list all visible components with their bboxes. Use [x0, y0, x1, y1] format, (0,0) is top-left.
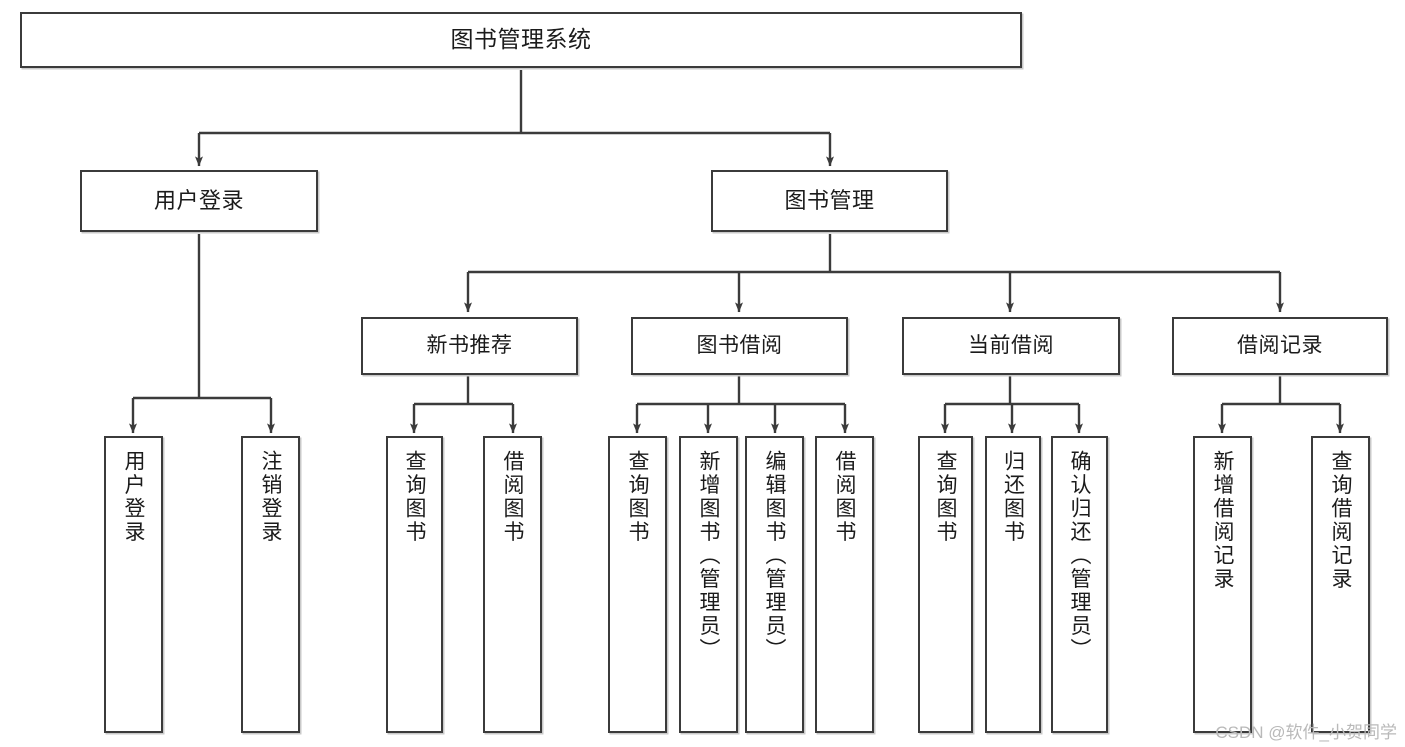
- node-root-system[interactable]: 图书管理系统: [20, 12, 1022, 68]
- node-leaf-borrow-book-2-label: 借阅图书: [833, 450, 856, 544]
- node-leaf-query-book-1[interactable]: 查询图书: [386, 436, 443, 733]
- node-leaf-user-login-label: 用户登录: [122, 450, 145, 544]
- node-leaf-logout-login[interactable]: 注销登录: [241, 436, 300, 733]
- node-leaf-add-record[interactable]: 新增借阅记录: [1193, 436, 1252, 733]
- node-leaf-query-book-2-label: 查询图书: [626, 450, 649, 544]
- node-current-borrow-label: 当前借阅: [968, 333, 1054, 357]
- node-leaf-query-book-2[interactable]: 查询图书: [608, 436, 667, 733]
- node-leaf-logout-login-label: 注销登录: [259, 450, 282, 544]
- node-book-manage-label: 图书管理: [784, 188, 875, 214]
- node-leaf-edit-book[interactable]: 编辑图书（管理员）: [745, 436, 804, 733]
- node-borrow-record-label: 借阅记录: [1237, 333, 1323, 357]
- node-leaf-add-book[interactable]: 新增图书（管理员）: [679, 436, 738, 733]
- node-leaf-borrow-book-1[interactable]: 借阅图书: [483, 436, 542, 733]
- node-leaf-confirm-return-label: 确认归还（管理员）: [1068, 450, 1091, 662]
- node-leaf-confirm-return[interactable]: 确认归还（管理员）: [1051, 436, 1108, 733]
- node-leaf-return-book[interactable]: 归还图书: [985, 436, 1041, 733]
- node-leaf-add-record-label: 新增借阅记录: [1211, 450, 1234, 591]
- node-leaf-query-record-label: 查询借阅记录: [1329, 450, 1352, 591]
- node-leaf-query-record[interactable]: 查询借阅记录: [1311, 436, 1370, 733]
- node-leaf-user-login[interactable]: 用户登录: [104, 436, 163, 733]
- node-borrow-record[interactable]: 借阅记录: [1172, 317, 1388, 375]
- node-book-borrow[interactable]: 图书借阅: [631, 317, 848, 375]
- node-user-login-label: 用户登录: [153, 188, 244, 214]
- node-leaf-return-book-label: 归还图书: [1001, 450, 1025, 544]
- node-leaf-query-book-3[interactable]: 查询图书: [918, 436, 973, 733]
- node-book-manage[interactable]: 图书管理: [711, 170, 948, 232]
- node-leaf-query-book-1-label: 查询图书: [403, 450, 426, 544]
- node-leaf-add-book-label: 新增图书（管理员）: [697, 450, 720, 662]
- node-leaf-borrow-book-2[interactable]: 借阅图书: [815, 436, 874, 733]
- node-user-login[interactable]: 用户登录: [80, 170, 318, 232]
- node-book-borrow-label: 图书借阅: [696, 333, 783, 357]
- node-new-book-recommend[interactable]: 新书推荐: [361, 317, 578, 375]
- node-leaf-edit-book-label: 编辑图书（管理员）: [763, 450, 786, 662]
- node-new-book-recommend-label: 新书推荐: [426, 333, 513, 357]
- node-leaf-query-book-3-label: 查询图书: [934, 450, 957, 544]
- csdn-watermark: CSDN @软件_小贺同学: [1215, 723, 1397, 742]
- node-current-borrow[interactable]: 当前借阅: [902, 317, 1120, 375]
- node-root-system-label: 图书管理系统: [450, 26, 592, 53]
- node-leaf-borrow-book-1-label: 借阅图书: [501, 450, 524, 544]
